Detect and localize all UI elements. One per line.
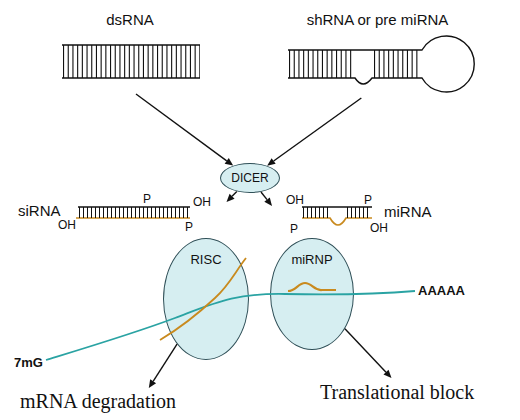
process-arrow [261, 192, 272, 206]
process-arrow [345, 329, 392, 378]
annotation-label: OH [193, 196, 211, 209]
risc-complex: RISC [163, 238, 249, 360]
node-label: miRNP [271, 253, 353, 267]
annotation-label: OH [370, 222, 388, 235]
node-label: dsRNA [58, 12, 202, 29]
process-arrow [267, 98, 361, 166]
mirna-duplex: miRNA [272, 202, 440, 230]
node-label: Translational block [320, 381, 514, 403]
arrow-head [267, 158, 276, 166]
base-pair-rungs [374, 50, 421, 78]
mirnp-complex: miRNP [270, 238, 354, 350]
node-label: DICER [221, 172, 279, 185]
node-label: miRNA [384, 204, 439, 221]
arrow-shaft [274, 98, 362, 161]
sirna-guide [160, 258, 246, 340]
base-pair-rungs [63, 45, 200, 78]
base-pair-rungs [347, 207, 371, 218]
process-arrow [136, 94, 233, 166]
arrow-shaft [232, 191, 237, 196]
passenger-strand [302, 206, 372, 207]
arrow-shaft [261, 192, 267, 200]
rna-strand [62, 44, 200, 45]
annotation-label: AAAAA [418, 284, 465, 298]
annotation-label: OH [286, 194, 304, 207]
mirna-bound [288, 283, 336, 291]
outcome-text: mRNA degradation [18, 388, 230, 416]
annotation-label: OH [58, 219, 76, 232]
node-label: RISC [164, 253, 248, 267]
annotation-label: P [185, 221, 193, 234]
arrow-shaft [153, 344, 177, 381]
rna-strand [62, 77, 200, 78]
arrow-head [226, 194, 234, 202]
mrna-strand [46, 291, 415, 360]
annotation-label: P [290, 223, 298, 236]
arrow-head [383, 370, 391, 378]
dsrna-group: dsRNA [58, 6, 202, 94]
base-pair-rungs [289, 50, 353, 78]
arrow-shaft [136, 94, 227, 161]
annotation-label: 7mG [14, 356, 43, 370]
process-arrow [149, 344, 177, 388]
node-label: shRNA or pre miRNA [280, 12, 475, 29]
guide-strand [76, 217, 190, 219]
annotation-label: P [143, 193, 151, 206]
hairpin-group: shRNA or pre miRNA [280, 6, 475, 98]
hairpin-strand [288, 36, 474, 92]
mirna-strand [302, 218, 372, 225]
arrow-head [264, 197, 272, 205]
arrow-head [225, 158, 234, 166]
base-pair-rungs [303, 207, 329, 218]
node-label: siRNA [18, 203, 63, 220]
node-label: mRNA degradation [20, 390, 228, 412]
dicer-enzyme: DICER [220, 163, 280, 193]
base-pair-rungs [79, 207, 189, 218]
arrow-shaft [345, 329, 386, 372]
arrow-head [149, 379, 156, 388]
sirna-duplex: siRNA [15, 202, 228, 230]
annotation-label: P [364, 194, 372, 207]
outcome-text: Translational block [318, 378, 516, 408]
sense-strand [78, 206, 190, 207]
process-arrow [226, 191, 236, 202]
